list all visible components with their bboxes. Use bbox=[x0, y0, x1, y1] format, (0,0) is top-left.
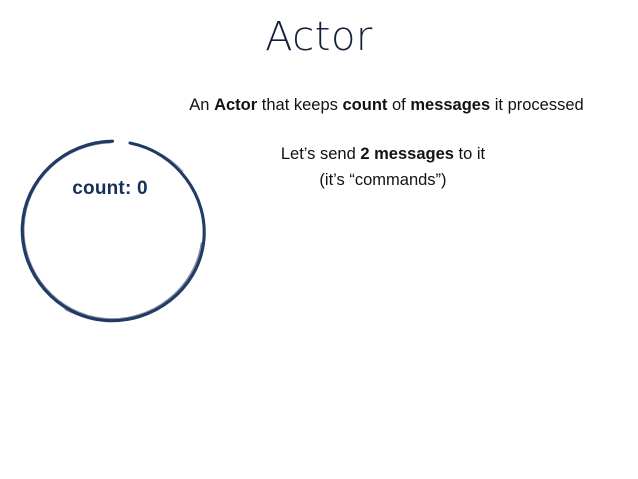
actor-circle bbox=[10, 132, 218, 332]
description-line-1-bold-count: count bbox=[342, 96, 388, 114]
actor-count-label: count: 0 bbox=[72, 178, 148, 199]
actor-circle-icon bbox=[20, 139, 206, 323]
description-line-2-text-a: Let’s send bbox=[280, 145, 361, 163]
description-line-2: Let’s send 2 messages to it bbox=[232, 144, 534, 164]
description-line-2-text-b: to it bbox=[453, 145, 486, 163]
page-title: Actor bbox=[265, 14, 373, 60]
description-line-1-bold-messages: messages bbox=[410, 96, 491, 114]
description-line-1-text-a: An bbox=[189, 96, 215, 114]
description-line-2-bold-two-messages: 2 messages bbox=[360, 145, 454, 163]
description-line-3: (it’s “commands”) bbox=[319, 171, 447, 189]
description-line-1-bold-actor: Actor bbox=[214, 96, 258, 114]
description-line-1-text-c: of bbox=[387, 96, 411, 114]
description-line-1-text-b: that keeps bbox=[257, 96, 343, 114]
description-line-1: An Actor that keeps count of messages it… bbox=[0, 95, 638, 115]
description-line-1-text-d: it processed bbox=[490, 96, 584, 114]
